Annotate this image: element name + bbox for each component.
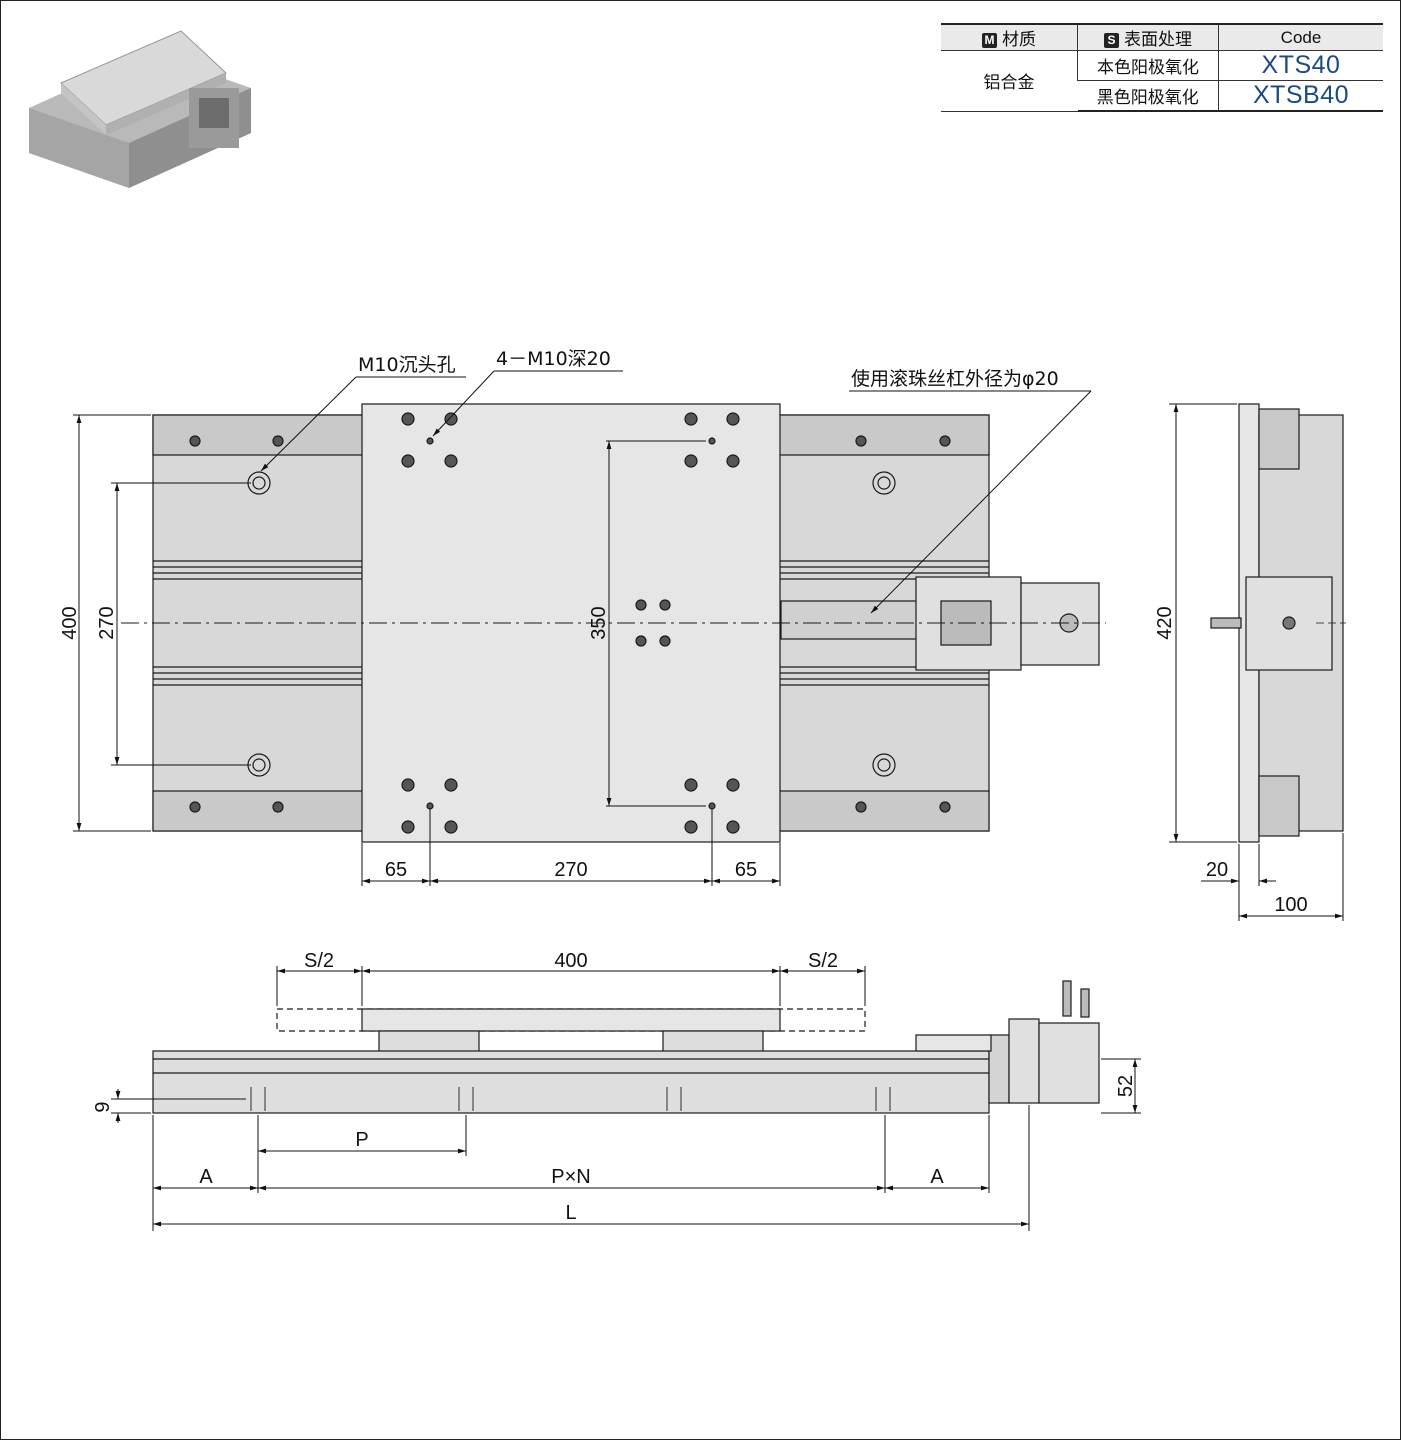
header-material: M 材质	[941, 23, 1078, 51]
header-surface: S 表面处理	[1077, 23, 1219, 51]
material-badge: M	[982, 33, 997, 48]
surface-cell: 本色阳极氧化	[1077, 50, 1219, 81]
dim-bottom-mid: 270	[554, 859, 587, 881]
top-view-dimensions	[73, 370, 1092, 886]
dim-side-100: 100	[1274, 894, 1307, 916]
front-view	[152, 980, 1100, 1114]
callout-counterbore: M10沉头孔	[358, 354, 456, 376]
dim-front-52: 52	[1115, 1075, 1137, 1097]
dim-front-s2-left: S/2	[304, 950, 334, 972]
header-code: Code	[1218, 23, 1383, 51]
dim-front-9: 9	[92, 1101, 114, 1112]
header-surface-label: 表面处理	[1124, 30, 1192, 49]
dim-side-height: 420	[1154, 606, 1176, 639]
side-view-dimensions	[1169, 403, 1344, 921]
surface-badge: S	[1104, 33, 1119, 48]
dim-front-s2-right: S/2	[808, 950, 838, 972]
dim-front-a-right: A	[930, 1166, 944, 1188]
dim-bottom-left: 65	[385, 859, 407, 881]
dim-front-pxn: P×N	[551, 1166, 590, 1188]
dim-front-a-left: A	[199, 1166, 213, 1188]
dim-front-p: P	[355, 1129, 368, 1151]
spec-table: M 材质 S 表面处理 Code 铝合金 本色阳极氧化 XTS40 黑色阳极氧化 X…	[941, 23, 1383, 112]
front-view-dimensions	[111, 966, 1141, 1231]
surface-cell: 黑色阳极氧化	[1077, 80, 1219, 112]
header-material-label: 材质	[1002, 30, 1036, 49]
dim-bottom-right: 65	[735, 859, 757, 881]
dim-front-l: L	[565, 1202, 576, 1224]
callout-ball-screw: 使用滚珠丝杠外径为φ20	[851, 368, 1059, 390]
callout-tapped-holes: 4－M10深20	[496, 348, 611, 370]
product-photo	[29, 30, 251, 188]
top-view	[121, 403, 1106, 843]
dim-front-400: 400	[554, 950, 587, 972]
side-view	[1210, 403, 1346, 843]
dim-top-hole-pitch: 270	[96, 606, 118, 639]
material-cell: 铝合金	[941, 50, 1078, 112]
code-cell: XTS40	[1218, 50, 1383, 81]
code-cell: XTSB40	[1218, 80, 1383, 112]
dim-carriage-pitch: 350	[588, 606, 610, 639]
dim-side-20: 20	[1206, 859, 1228, 881]
dim-top-height: 400	[59, 606, 81, 639]
